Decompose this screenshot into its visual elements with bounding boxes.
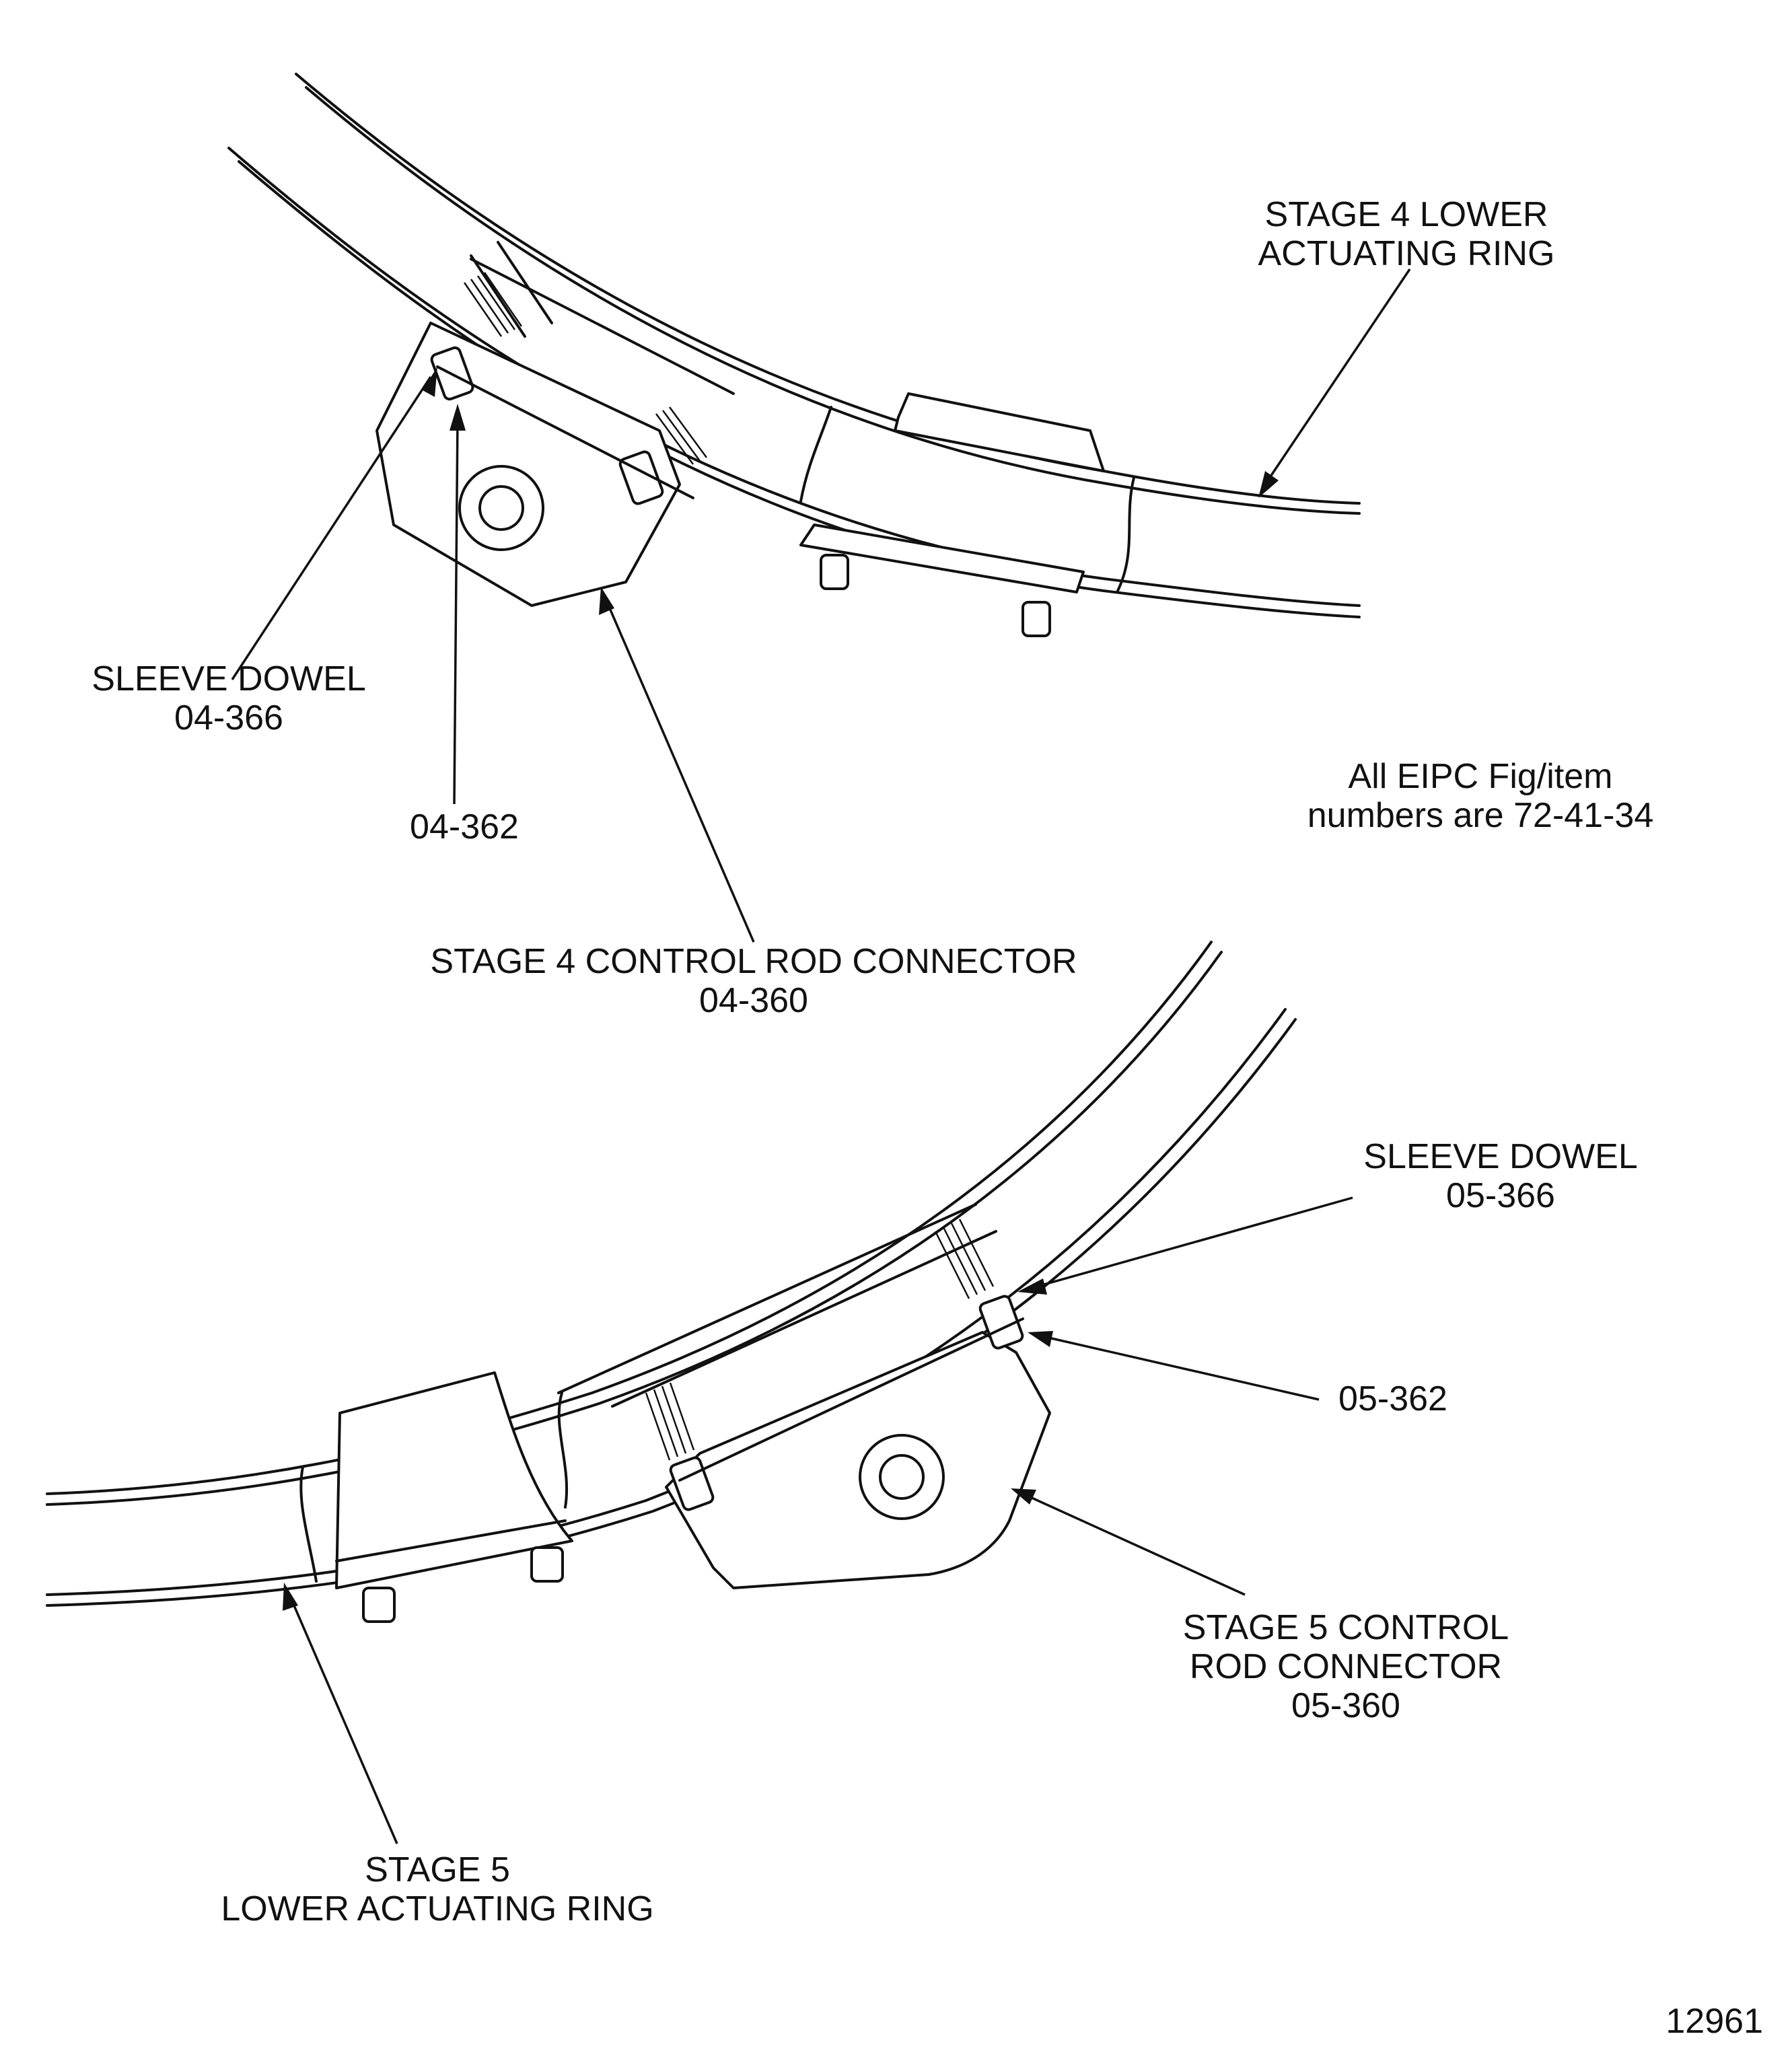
stage-5-connector-label-line-3: 05-360 xyxy=(1291,1686,1400,1725)
bolt-05-362-label: 05-362 xyxy=(1305,1379,1480,1418)
stage-5-connector-label-line-2: ROD CONNECTOR xyxy=(1189,1647,1503,1686)
stage-5-ring-label-line-2: LOWER ACTUATING RING xyxy=(221,1889,654,1928)
stage-4-connector-label-line-1: STAGE 4 CONTROL ROD CONNECTOR xyxy=(430,942,1077,981)
stage-4-connector-label-line-2: 04-360 xyxy=(699,981,808,1020)
sleeve-dowel-05-label-line-1: SLEEVE DOWEL xyxy=(1363,1137,1638,1176)
stage-5-ring-label-line-1: STAGE 5 xyxy=(365,1850,510,1889)
bolt-04-362-text: 04-362 xyxy=(410,807,519,846)
eipc-note-line-2: numbers are 72-41-34 xyxy=(1307,796,1654,835)
stage-4-ring-label: STAGE 4 LOWER ACTUATING RING xyxy=(1231,195,1581,273)
figure-id-text: 12961 xyxy=(1665,2002,1763,2041)
bolt-04-362-label: 04-362 xyxy=(377,807,552,846)
stage-4-control-rod-connector xyxy=(375,241,735,607)
stage-5-connector-label: STAGE 5 CONTROL ROD CONNECTOR 05-360 xyxy=(1157,1608,1534,1725)
eipc-note: All EIPC Fig/item numbers are 72-41-34 xyxy=(1265,757,1696,835)
bolt-05-362-text: 05-362 xyxy=(1338,1379,1447,1418)
stage-4-connector-label: STAGE 4 CONTROL ROD CONNECTOR 04-360 xyxy=(377,942,1131,1020)
stage-4-ring-clip xyxy=(799,392,1105,637)
leader-lines xyxy=(231,268,1411,1844)
stage-5-connector-label-line-1: STAGE 5 CONTROL xyxy=(1182,1608,1509,1647)
sleeve-dowel-04-label: SLEEVE DOWEL 04-366 xyxy=(67,659,390,737)
eipc-note-line-1: All EIPC Fig/item xyxy=(1348,757,1613,796)
stage-4-actuating-ring xyxy=(227,73,1361,618)
sleeve-dowel-05-label-line-2: 05-366 xyxy=(1446,1176,1555,1215)
sleeve-dowel-05-label: SLEEVE DOWEL 05-366 xyxy=(1332,1137,1669,1215)
stage-5-ring-label: STAGE 5 LOWER ACTUATING RING xyxy=(188,1850,686,1928)
sleeve-dowel-04-label-line-2: 04-366 xyxy=(174,698,283,737)
stage-4-ring-label-line-2: ACTUATING RING xyxy=(1258,234,1555,273)
figure-id: 12961 xyxy=(1628,2002,1763,2041)
stage-5-ring-clip xyxy=(335,1371,573,1623)
stage-5-actuating-ring xyxy=(46,941,1297,1607)
sleeve-dowel-04-label-line-1: SLEEVE DOWEL xyxy=(92,659,366,698)
stage-4-ring-label-line-1: STAGE 4 LOWER xyxy=(1264,195,1548,234)
stage-5-control-rod-connector xyxy=(557,1203,1051,1589)
